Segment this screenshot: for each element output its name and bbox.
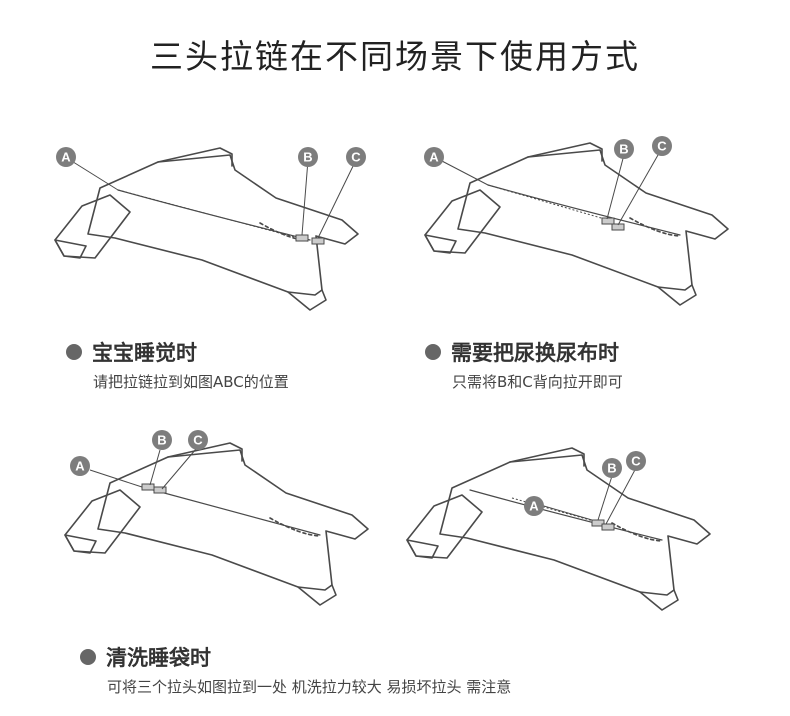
svg-text:C: C: [351, 150, 361, 165]
svg-text:C: C: [657, 139, 667, 154]
scene-description: 请把拉链拉到如图ABC的位置: [93, 373, 289, 391]
svg-text:B: B: [157, 433, 166, 448]
page-title: 三头拉链在不同场景下使用方式: [150, 37, 640, 76]
svg-text:A: A: [529, 499, 539, 514]
svg-text:A: A: [429, 150, 439, 165]
zipper-marker-c: C: [346, 147, 366, 167]
zipper-marker-a: A: [524, 496, 544, 516]
scene-description: 只需将B和C背向拉开即可: [452, 373, 623, 391]
svg-text:B: B: [607, 461, 616, 476]
scene-heading: 清洗睡袋时: [106, 646, 211, 670]
scene-caption-diaper-change: 需要把尿换尿布时 只需将B和C背向拉开即可: [425, 337, 623, 392]
zipper-marker-b: B: [152, 430, 172, 450]
bullet-icon: [80, 649, 96, 665]
scene-caption-sleeping: 宝宝睡觉时 请把拉链拉到如图ABC的位置: [66, 337, 289, 392]
zipper-marker-c: C: [188, 430, 208, 450]
scene-caption-washing: 清洗睡袋时 可将三个拉头如图拉到一处 机洗拉力较大 易损坏拉头 需注意: [80, 642, 511, 697]
svg-text:B: B: [619, 142, 628, 157]
sleepsuit-illustration-zipper-variant: A B C: [392, 440, 732, 630]
zipper-marker-a: A: [56, 147, 76, 167]
zipper-marker-a: A: [424, 147, 444, 167]
svg-text:A: A: [61, 150, 71, 165]
zipper-marker-b: B: [298, 147, 318, 167]
bullet-icon: [425, 344, 441, 360]
zipper-marker-c: C: [626, 451, 646, 471]
svg-text:B: B: [303, 150, 312, 165]
scene-description: 可将三个拉头如图拉到一处 机洗拉力较大 易损坏拉头 需注意: [107, 678, 512, 696]
zipper-marker-c: C: [652, 136, 672, 156]
bullet-icon: [66, 344, 82, 360]
svg-text:A: A: [75, 459, 85, 474]
svg-text:C: C: [193, 433, 203, 448]
zipper-marker-b: B: [602, 458, 622, 478]
sleepsuit-illustration-diaper-change: A B C: [410, 135, 750, 325]
scene-heading: 需要把尿换尿布时: [451, 341, 619, 365]
zipper-marker-b: B: [614, 139, 634, 159]
sleepsuit-illustration-washing: A B C: [50, 425, 390, 625]
scene-heading: 宝宝睡觉时: [92, 341, 197, 365]
sleepsuit-illustration-sleeping: A B C: [40, 140, 380, 330]
zipper-marker-a: A: [70, 456, 90, 476]
svg-text:C: C: [631, 454, 641, 469]
